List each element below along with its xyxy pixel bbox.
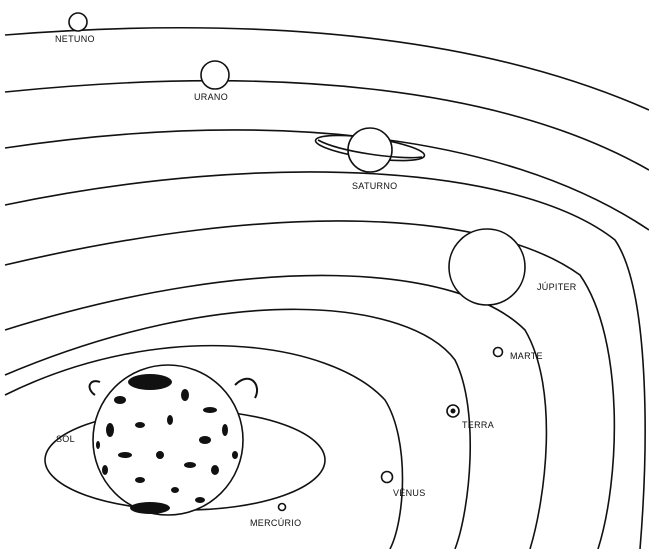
label-earth: TERRA bbox=[462, 420, 494, 430]
planet-earth bbox=[447, 405, 459, 417]
planet-uranus bbox=[201, 61, 229, 89]
orbit-uranus bbox=[5, 81, 649, 170]
label-sun: SOL bbox=[56, 434, 75, 444]
label-venus: VÊNUS bbox=[393, 488, 426, 498]
planet-neptune bbox=[69, 13, 87, 31]
orbit-saturn bbox=[5, 172, 645, 549]
label-saturn: SATURNO bbox=[352, 181, 397, 191]
label-jupiter: JÚPITER bbox=[537, 282, 577, 292]
label-neptune: NETUNO bbox=[55, 34, 95, 44]
label-mercury: MERCÚRIO bbox=[250, 518, 301, 528]
label-uranus: URANO bbox=[194, 92, 228, 102]
planet-venus bbox=[382, 472, 393, 483]
sun-body bbox=[93, 365, 243, 515]
label-mars: MARTE bbox=[510, 351, 543, 361]
orbit-neptune bbox=[5, 28, 649, 110]
planet-jupiter bbox=[449, 229, 525, 305]
planet-mars bbox=[494, 348, 503, 357]
sun bbox=[90, 365, 257, 515]
planet-mercury bbox=[279, 504, 286, 511]
planet-saturn bbox=[314, 128, 426, 172]
